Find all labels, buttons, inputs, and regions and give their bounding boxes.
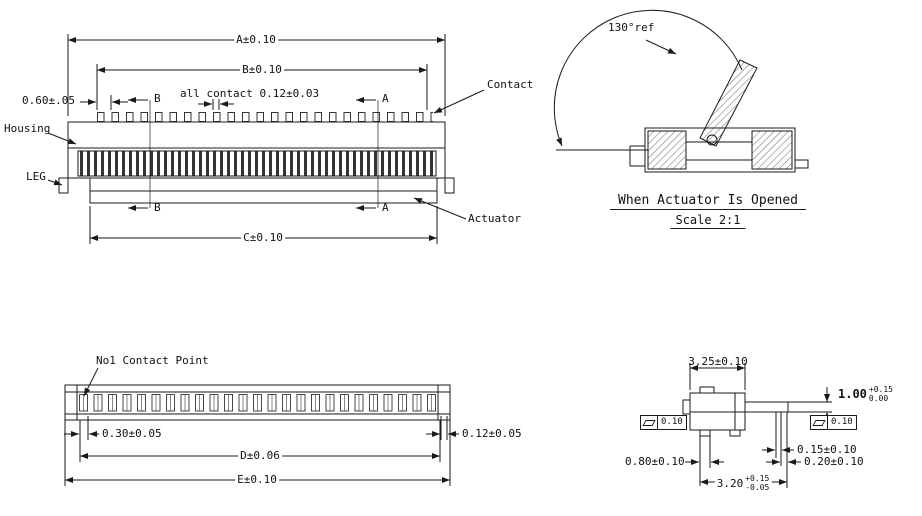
leg-label: LEG bbox=[26, 170, 46, 183]
flatness-left-value: 0.10 bbox=[661, 417, 683, 427]
dim-100-main: 1.00 bbox=[838, 387, 867, 402]
no1-contact-label: No1 Contact Point bbox=[96, 354, 209, 367]
dim-d-label: D±0.06 bbox=[238, 449, 282, 462]
dim-015-label: 0.15±0.10 bbox=[797, 443, 857, 456]
dim-030-label: 0.30±0.05 bbox=[102, 427, 162, 440]
dim-b-label: B±0.10 bbox=[240, 63, 284, 76]
housing-label: Housing bbox=[4, 122, 51, 135]
dim-320-main: 3.20 bbox=[716, 476, 744, 490]
angle-ref-label: 130°ref bbox=[608, 21, 655, 34]
dim-contact-width-label: all contact 0.12±0.03 bbox=[180, 87, 320, 100]
side-view-linework bbox=[682, 363, 832, 488]
dim-100-tolerances: +0.15 0.00 bbox=[869, 385, 893, 403]
dim-edge-pitch-label: 0.60±.05 bbox=[22, 94, 75, 107]
dim-320-lower: -0.05 bbox=[745, 483, 770, 493]
open-view-linework bbox=[553, 9, 809, 173]
flatness-frame-right: 0.10 bbox=[810, 415, 857, 430]
flatness-frame-left: 0.10 bbox=[640, 415, 687, 430]
scale-caption: Scale 2:1 bbox=[670, 214, 746, 229]
dim-e-label: E±0.10 bbox=[235, 473, 279, 486]
opened-caption: When Actuator Is Opened bbox=[609, 194, 807, 210]
flatness-right-value: 0.10 bbox=[831, 417, 853, 427]
section-b-top-label: B bbox=[154, 92, 161, 105]
dim-320-tolerances: +0.15 -0.05 bbox=[745, 474, 769, 492]
dim-100-group: 1.00 +0.15 0.00 bbox=[836, 385, 895, 404]
dim-c-label: C±0.10 bbox=[241, 231, 285, 244]
dim-012-label: 0.12±0.05 bbox=[462, 427, 522, 440]
contact-label: Contact bbox=[487, 78, 534, 91]
dim-100-upper: +0.15 bbox=[868, 385, 893, 394]
dim-320-upper: +0.15 bbox=[745, 474, 770, 483]
section-a-top-label: A bbox=[382, 92, 389, 105]
dim-100-lower: 0.00 bbox=[868, 394, 889, 404]
flatness-icon bbox=[811, 416, 828, 429]
actuator-label: Actuator bbox=[468, 212, 521, 225]
dim-320-group: 3.20 +0.15 -0.05 bbox=[714, 474, 772, 493]
dim-020-label: 0.20±0.10 bbox=[804, 455, 864, 468]
dim-080-label: 0.80±0.10 bbox=[625, 455, 685, 468]
flatness-icon bbox=[641, 416, 658, 429]
front-view-linework bbox=[47, 34, 485, 244]
dim-325-label: 3.25±0.10 bbox=[688, 355, 748, 368]
section-b-bottom-label: B bbox=[154, 201, 161, 214]
dim-a-label: A±0.10 bbox=[234, 33, 278, 46]
section-a-bottom-label: A bbox=[382, 201, 389, 214]
